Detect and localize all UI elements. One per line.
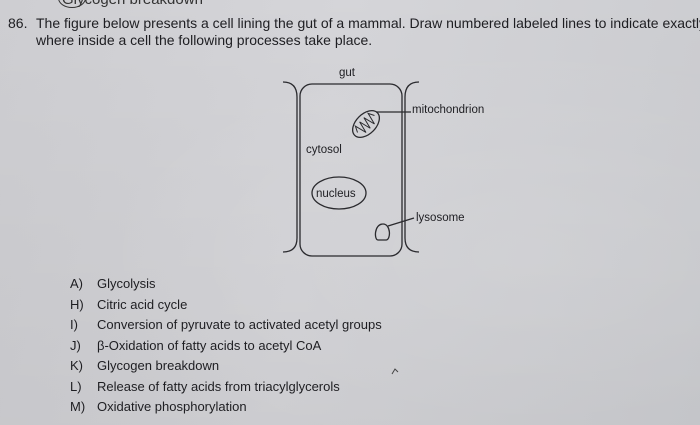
lysosome-shape [374,223,391,241]
option-letter: K) [70,358,83,373]
cut-off-header-text: Glycogen breakdown [62,0,203,8]
mitochondrion-shape [352,110,380,138]
option-item: M) Oxidative phosphorylation [70,397,382,418]
option-item: A) Glycolysis [70,274,382,295]
option-text: Glycolysis [97,276,156,291]
option-letter: I) [70,317,78,332]
option-text: Citric acid cycle [97,296,188,312]
option-text: Release of fatty acids from triacylglyce… [97,378,340,394]
option-item: K) Glycogen breakdown [70,356,382,377]
option-text: Conversion of pyruvate to activated acet… [97,317,382,332]
question-line-1: The figure below presents a cell lining … [36,15,700,31]
nucleus-label: nucleus [316,188,356,200]
lysosome-pointer-line [387,217,415,227]
question-text: The figure below presents a cell lining … [36,15,700,49]
left-neighbor-cell-edge [282,81,298,253]
pen-mark [391,368,399,375]
lysosome-label: lysosome [416,212,465,224]
option-text: Oxidative phosphorylation [97,399,247,414]
gut-label: gut [339,67,355,79]
mitochondrion-label: mitochondrion [412,104,485,116]
option-letter: J) [70,337,81,353]
option-letter: L) [70,378,82,394]
option-letter: A) [70,276,83,291]
option-item: I) Conversion of pyruvate to activated ac… [70,315,382,336]
process-options-list: A) Glycolysis H) Citric acid cycle I) Conve… [70,274,382,418]
question-line-2: where inside a cell the following proces… [36,32,373,48]
question-number: 86. [8,15,28,31]
option-letter: H) [70,296,84,312]
nucleus-outline [311,176,367,210]
option-item: H) Citric acid cycle [70,295,382,316]
option-letter: M) [70,399,86,414]
right-neighbor-cell-edge [404,81,420,253]
cell-membrane [299,83,403,257]
option-text: β-Oxidation of fatty acids to acetyl CoA [97,337,322,353]
option-text: Glycogen breakdown [97,358,220,373]
option-item: L) Release of fatty acids from triacylgly… [70,377,382,398]
option-item: J) β-Oxidation of fatty acids to acetyl C… [70,336,382,357]
cytosol-label: cytosol [306,144,342,156]
